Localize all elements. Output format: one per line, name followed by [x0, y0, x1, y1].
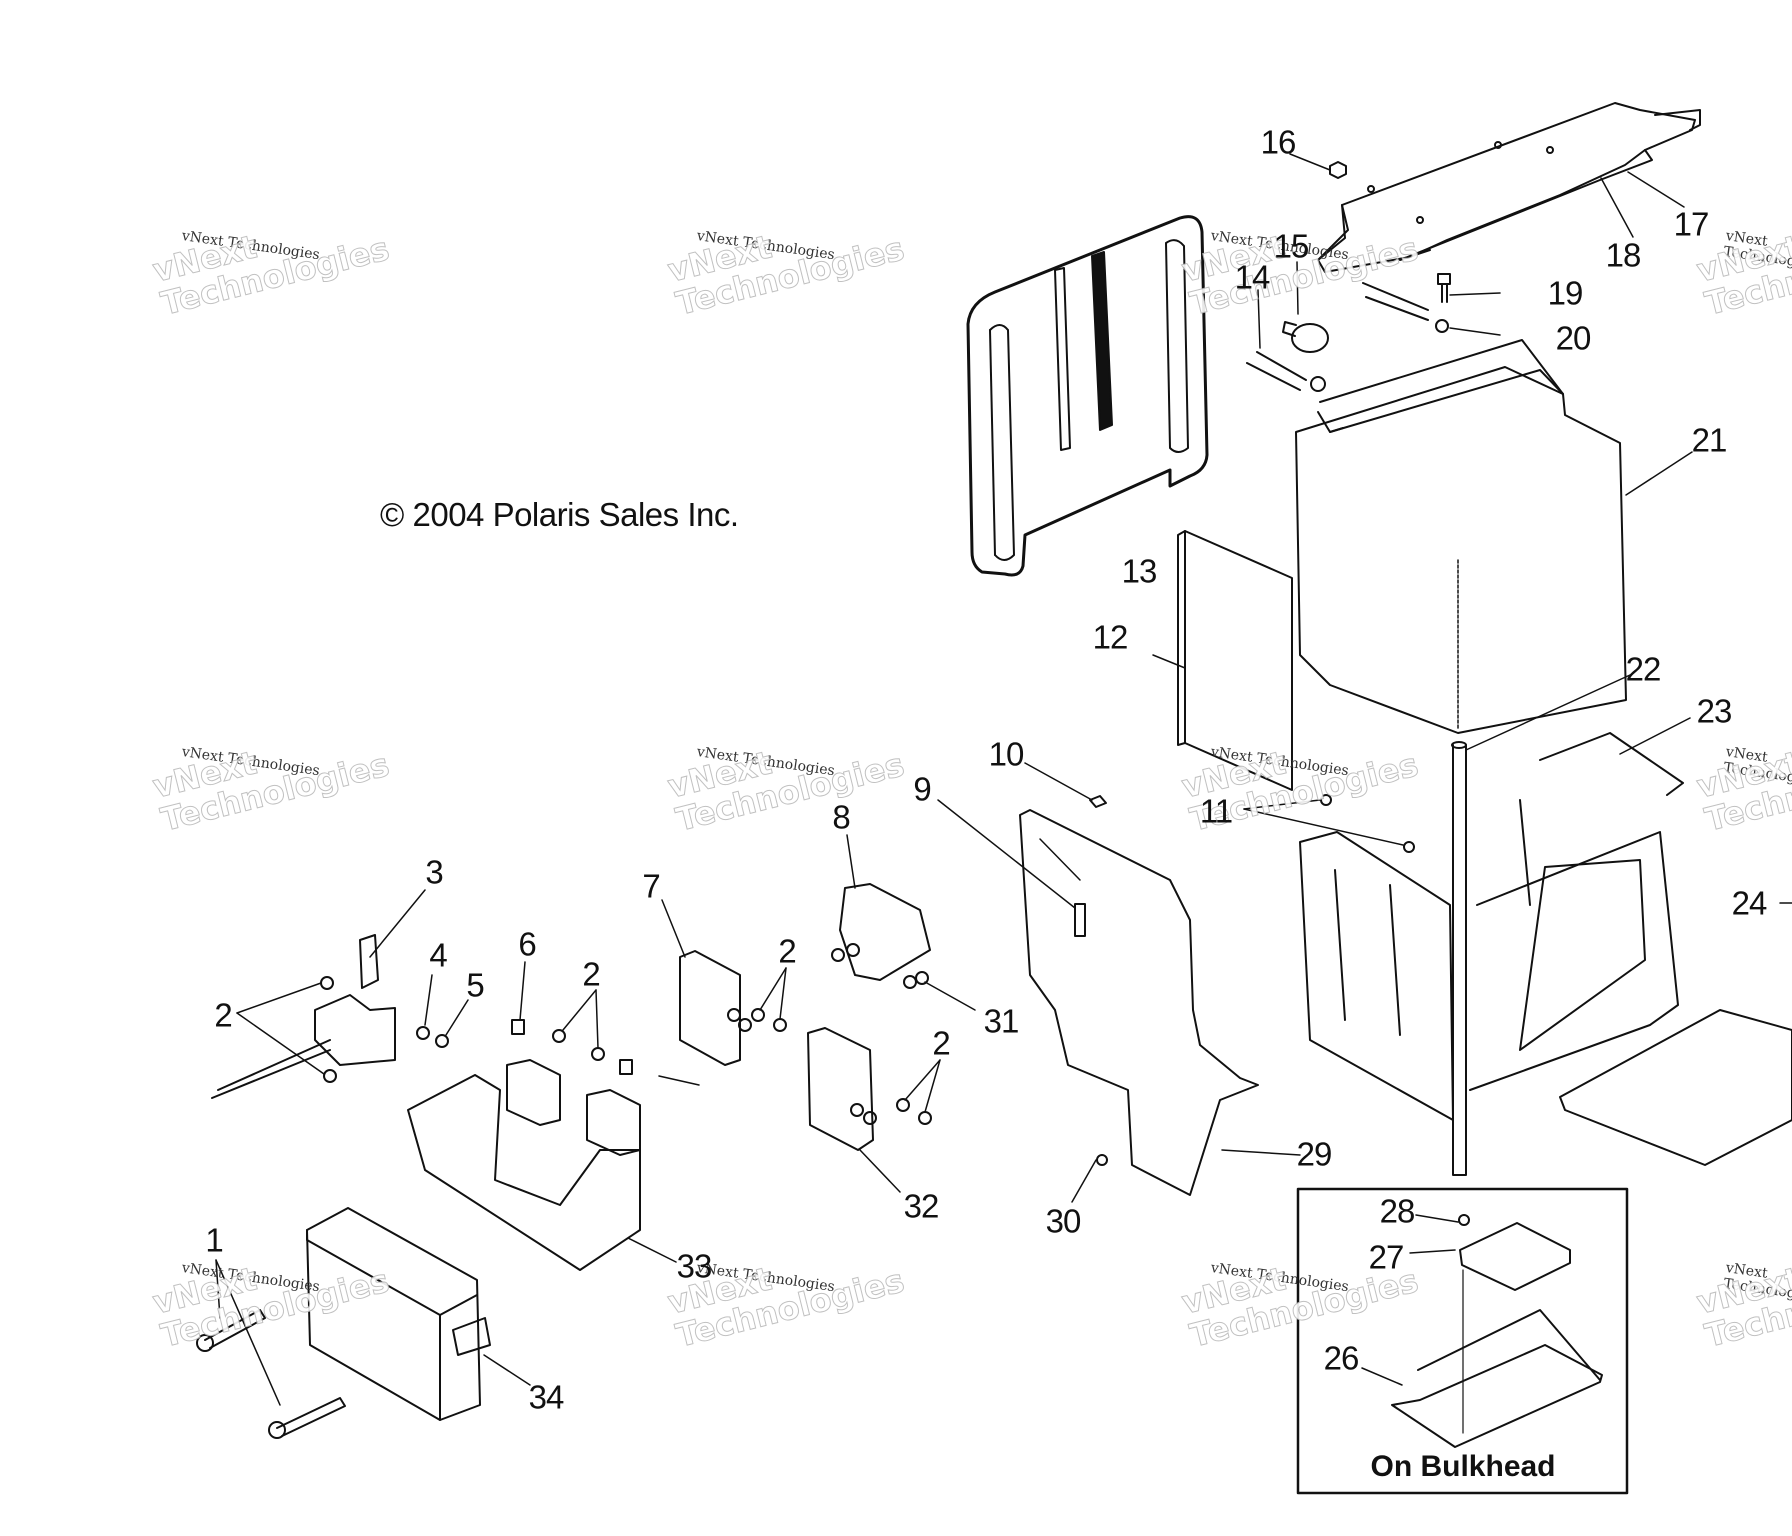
callout-12[interactable]: 12	[1092, 618, 1129, 656]
part-22-hold-down-rod	[1451, 674, 1631, 1176]
part-13-battery-shield	[966, 215, 1209, 577]
callout-15[interactable]: 15	[1273, 227, 1310, 265]
callout-20[interactable]: 20	[1555, 319, 1592, 357]
part-10-clip	[1024, 762, 1107, 808]
callout-30[interactable]: 30	[1045, 1202, 1082, 1240]
on-bulkhead-inset	[1296, 1187, 1629, 1495]
callout-24[interactable]: 24	[1731, 884, 1768, 922]
callout-32[interactable]: 32	[903, 1187, 940, 1225]
part-34-ecu	[306, 1207, 531, 1421]
part-3-starter-solenoid	[211, 889, 426, 1099]
callout-33[interactable]: 33	[676, 1247, 713, 1285]
callout-14[interactable]: 14	[1234, 258, 1271, 296]
part-20-positive-cable	[1362, 282, 1501, 336]
callout-28[interactable]: 28	[1379, 1192, 1416, 1230]
callout-18[interactable]: 18	[1605, 236, 1642, 274]
callout-2[interactable]: 2	[778, 932, 796, 970]
callout-2[interactable]: 2	[582, 955, 600, 993]
callout-9[interactable]: 9	[913, 770, 931, 808]
part-33-relay-bracket	[407, 1074, 677, 1271]
callout-27[interactable]: 27	[1368, 1238, 1405, 1276]
callout-6[interactable]: 6	[518, 925, 536, 963]
callout-31[interactable]: 31	[983, 1002, 1020, 1040]
part-4-washer	[416, 974, 433, 1040]
callout-5[interactable]: 5	[466, 966, 484, 1004]
part-14-negative-cable	[1246, 289, 1326, 392]
part-24-battery-pad	[1559, 902, 1792, 1166]
part-8-fuse-block	[831, 834, 976, 1011]
copyright-notice: © 2004 Polaris Sales Inc.	[380, 496, 739, 533]
part-27-module	[1409, 1222, 1571, 1434]
callout-2[interactable]: 2	[932, 1024, 950, 1062]
part-15-terminal-cap	[1282, 261, 1329, 353]
callout-22[interactable]: 22	[1625, 650, 1662, 688]
part-12-pad	[1152, 530, 1293, 791]
part-32-module	[807, 1027, 901, 1193]
callout-34[interactable]: 34	[528, 1378, 565, 1416]
part-16-nut	[1289, 153, 1347, 179]
part-21-battery	[1295, 339, 1693, 734]
part-7-module	[658, 899, 752, 1086]
callout-3[interactable]: 3	[425, 853, 443, 891]
callout-11[interactable]: 11	[1199, 792, 1233, 830]
callout-7[interactable]: 7	[642, 867, 660, 905]
callout-16[interactable]: 16	[1260, 123, 1297, 161]
part-26-heatsink	[1361, 1309, 1603, 1448]
callout-19[interactable]: 19	[1547, 274, 1584, 312]
callout-21[interactable]: 21	[1691, 421, 1728, 459]
inset-caption: On Bulkhead	[1370, 1450, 1556, 1483]
part-19-bolt	[1437, 273, 1501, 303]
callout-29[interactable]: 29	[1296, 1135, 1333, 1173]
callout-10[interactable]: 10	[988, 735, 1025, 773]
callout-17[interactable]: 17	[1673, 205, 1710, 243]
callout-4[interactable]: 4	[429, 936, 447, 974]
part-1-bolts	[196, 1259, 346, 1439]
part-6-relays	[506, 961, 641, 1156]
part-2-nuts	[236, 967, 941, 1125]
part-29-mounting-plate	[1019, 809, 1301, 1196]
part-11-screws	[1243, 794, 1415, 853]
callout-1[interactable]: 1	[205, 1221, 223, 1259]
part-17-18-hold-down-bracket	[1317, 102, 1701, 273]
callout-2[interactable]: 2	[214, 996, 232, 1034]
part-9-bolt	[937, 799, 1086, 937]
callout-23[interactable]: 23	[1696, 692, 1733, 730]
callout-8[interactable]: 8	[832, 798, 850, 836]
part-30-rivet	[1071, 1154, 1108, 1203]
part-5-nut	[435, 999, 469, 1048]
part-28-screw	[1415, 1214, 1470, 1226]
callout-26[interactable]: 26	[1323, 1339, 1360, 1377]
callout-13[interactable]: 13	[1121, 552, 1158, 590]
part-23-battery-box	[1299, 717, 1691, 1121]
